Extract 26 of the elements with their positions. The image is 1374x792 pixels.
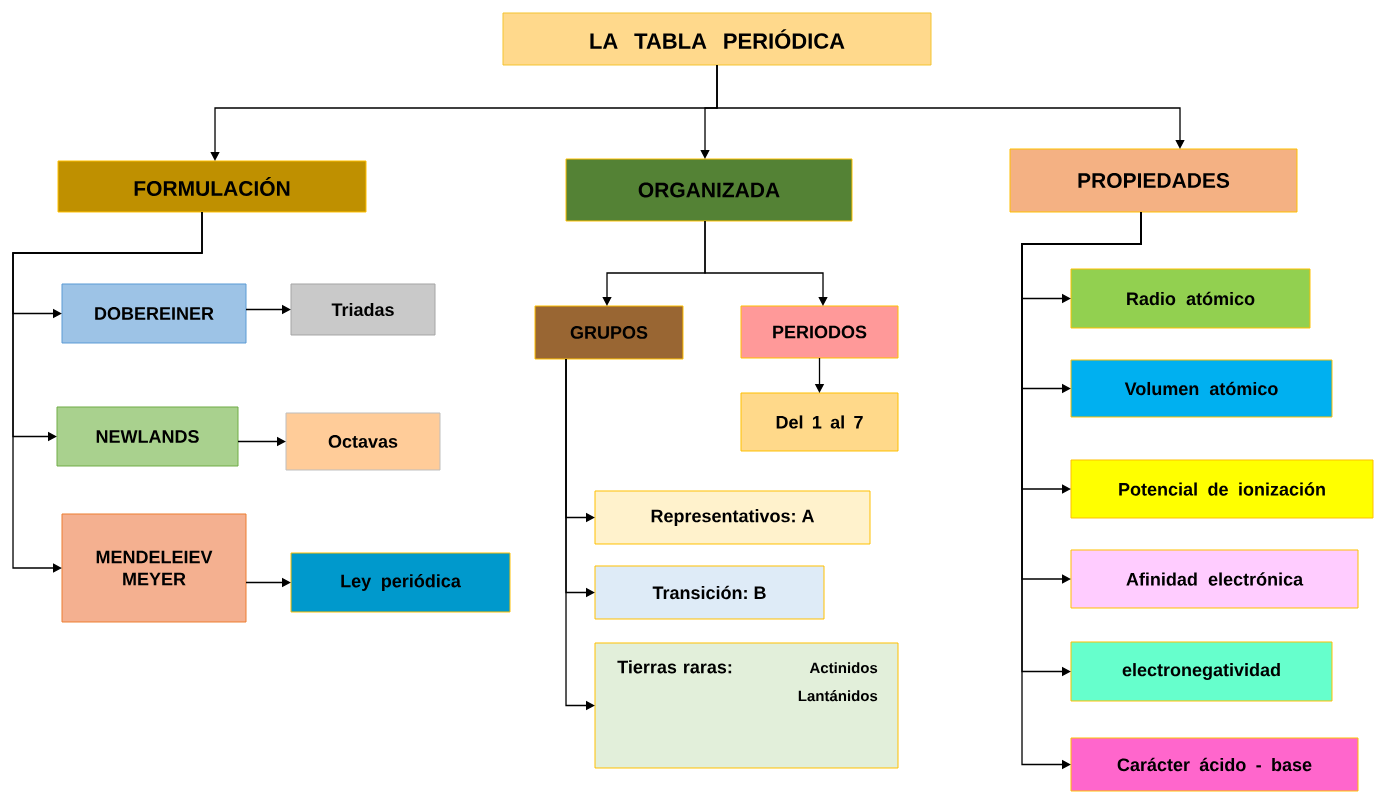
concept-box: NEWLANDS — [56, 406, 239, 467]
concept-box: Ley periódica — [290, 552, 511, 613]
property-box: Volumen atómico — [1070, 359, 1333, 418]
concept-box: DOBEREINER — [61, 283, 247, 344]
concept-box: Del 1 al 7 — [740, 392, 899, 452]
property-box: electronegatividad — [1070, 641, 1333, 702]
concept-box: PERIODOS — [740, 305, 899, 359]
category-box: ORGANIZADA — [565, 158, 853, 222]
box-heading: Tierras raras: — [617, 660, 732, 674]
concept-box: GRUPOS — [534, 305, 684, 360]
arrow — [716, 64, 1185, 149]
property-box: Afinidad electrónica — [1070, 549, 1359, 609]
category-box: PROPIEDADES — [1009, 148, 1298, 213]
arrow — [704, 220, 828, 306]
concept-box: Representativos: A — [594, 490, 871, 545]
concept-box: Transición: B — [594, 565, 825, 620]
property-box: Radio atómico — [1070, 268, 1311, 329]
concept-box: MENDELEIEV MEYER — [61, 513, 247, 623]
property-box: Carácter ácido - base — [1070, 737, 1359, 792]
arrow — [12, 211, 203, 573]
title-box: LA TABLA PERIÓDICA — [502, 12, 932, 66]
box-text: Actinidos Lantánidos — [798, 662, 878, 702]
category-box: FORMULACIÓN — [57, 160, 367, 213]
concept-box: Triadas — [290, 283, 436, 336]
property-box: Potencial de ionización — [1070, 459, 1374, 519]
concept-box: Octavas — [285, 412, 441, 471]
